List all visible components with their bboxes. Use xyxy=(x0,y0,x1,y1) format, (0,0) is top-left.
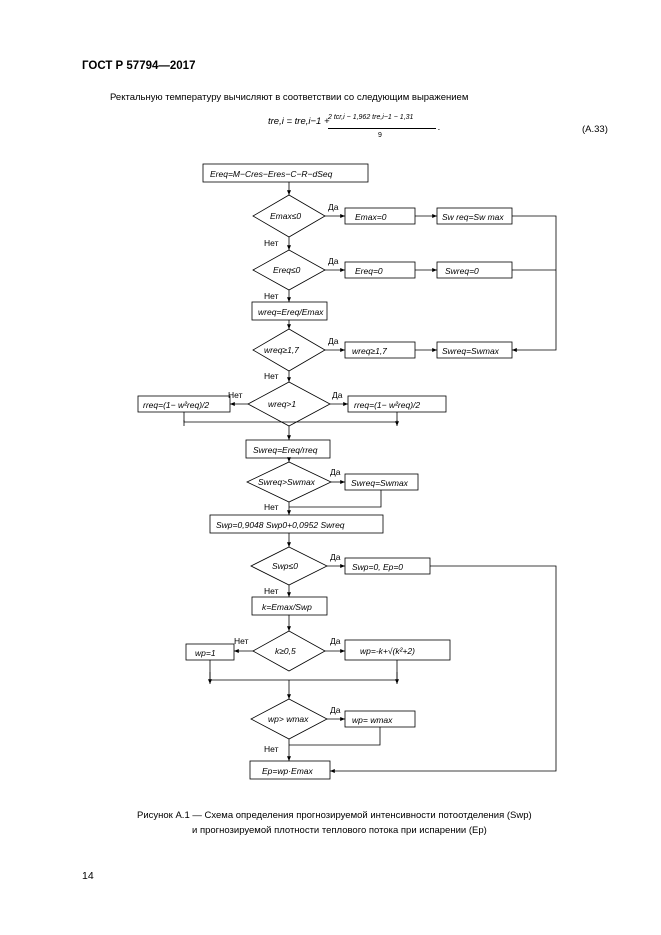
label-box-rreq-left: rreq=(1− w²req)/2 xyxy=(143,400,209,410)
label-box-swreq-swmax-2: Swreq=Swmax xyxy=(442,346,500,356)
label-box-swreq-swmax-1: Sw req=Sw max xyxy=(442,212,504,222)
label-d-wreq17: wreq≥1,7 xyxy=(264,345,299,355)
label-box-wp-wmax: wp= wmax xyxy=(352,715,393,725)
box-swp xyxy=(209,514,384,534)
label-no-7: Нет xyxy=(234,636,249,646)
label-box-wreq17: wreq≥1,7 xyxy=(352,346,387,356)
intro-text: Ректальную температуру вычисляют в соотв… xyxy=(110,92,469,103)
label-d-wreq1: wreq>1 xyxy=(268,399,296,409)
box-wp-formula xyxy=(344,639,451,661)
label-yes-2: Да xyxy=(328,256,339,266)
figure-caption-line2: и прогнозируемой плотности теплового пот… xyxy=(192,825,487,836)
label-no-1: Нет xyxy=(264,238,279,248)
formula-lhs: tre,i = tre,i−1 + xyxy=(268,116,330,127)
label-box-swreq-calc: Swreq=Ereq/rreq xyxy=(253,445,318,455)
label-box-swp0: Swp=0, Ep=0 xyxy=(352,562,403,572)
label-d-ereq: Ereq≤0 xyxy=(273,265,301,275)
label-yes-7: Да xyxy=(330,636,341,646)
label-box-wp-formula: wp=-k+√(k²+2) xyxy=(360,646,415,656)
label-no-5: Нет xyxy=(264,502,279,512)
label-no-8: Нет xyxy=(264,744,279,754)
equation-number: (A.33) xyxy=(582,124,608,135)
label-box-ereq: Ereq=M−Cres−Eres−C−R−dSeq xyxy=(210,169,333,179)
label-d-swreq-swmax: Swreq>Swmax xyxy=(258,477,316,487)
label-box-emax0: Emax=0 xyxy=(355,212,387,222)
formula-numerator: 2 tcr,i − 1,962 tre,i−1 − 1,31 xyxy=(328,114,414,121)
label-box-k: k=Emax/Swp xyxy=(262,602,312,612)
label-no-2: Нет xyxy=(264,291,279,301)
label-box-ereq0: Ereq=0 xyxy=(355,266,383,276)
label-d-wp: wp> wmax xyxy=(268,714,309,724)
label-no-3: Нет xyxy=(264,371,279,381)
label-box-swreq-swmax-3: Swreq=Swmax xyxy=(351,478,409,488)
label-no-4: Нет xyxy=(228,390,243,400)
label-yes-8: Да xyxy=(330,705,341,715)
document-header: ГОСТ Р 57794—2017 xyxy=(82,60,196,72)
label-d-k: k≥0,5 xyxy=(275,646,296,656)
formula-denominator: 9 xyxy=(378,132,382,139)
box-wreq xyxy=(251,301,328,321)
figure-caption-line1: Рисунок А.1 — Схема определения прогнози… xyxy=(137,810,532,821)
label-yes-5: Да xyxy=(330,467,341,477)
label-yes-1: Да xyxy=(328,202,339,212)
label-box-wreq: wreq=Ereq/Emax xyxy=(258,307,324,317)
box-k xyxy=(251,596,328,616)
label-yes-3: Да xyxy=(328,336,339,346)
label-box-wp1: wp=1 xyxy=(195,648,216,658)
page-number: 14 xyxy=(82,870,94,882)
label-yes-4: Да xyxy=(332,390,343,400)
label-box-swreq0: Swreq=0 xyxy=(445,266,479,276)
label-box-rreq-right: rreq=(1− w²req)/2 xyxy=(354,400,420,410)
label-box-ep: Ep=wp·Emax xyxy=(262,766,314,776)
label-box-swp: Swp=0,9048 Swp0+0,0952 Swreq xyxy=(216,520,345,530)
label-yes-6: Да xyxy=(330,552,341,562)
label-d-swp: Swp≤0 xyxy=(272,561,298,571)
label-d-emax: Emax≤0 xyxy=(270,211,301,221)
formula-a33: tre,i = tre,i−1 + 2 tcr,i − 1,962 tre,i−… xyxy=(268,114,468,148)
box-ereq xyxy=(202,163,369,183)
diamond-k xyxy=(252,630,326,672)
label-no-6: Нет xyxy=(264,586,279,596)
formula-end: . xyxy=(438,122,441,133)
formula-fraction-bar xyxy=(328,128,436,129)
flow-lines xyxy=(183,182,557,773)
